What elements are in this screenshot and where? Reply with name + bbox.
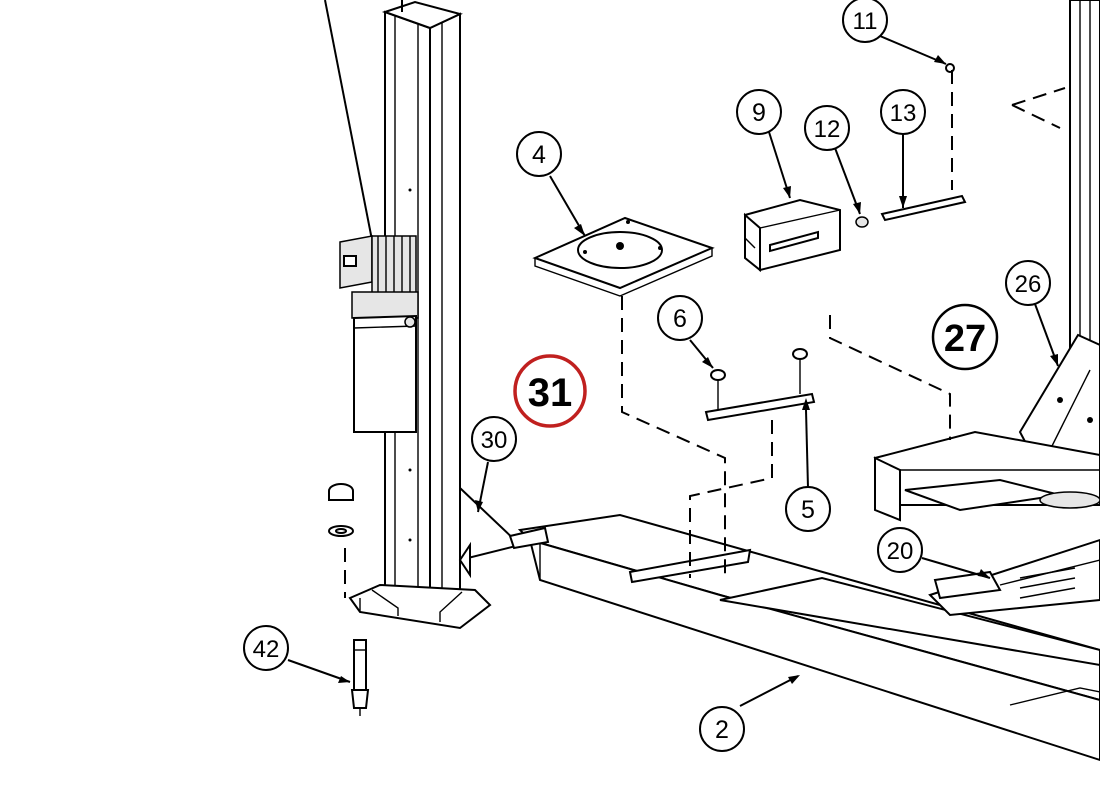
callout-26: 26 (1005, 260, 1051, 306)
callout-13: 13 (880, 89, 926, 135)
svg-text:11: 11 (853, 8, 878, 35)
svg-text:27: 27 (944, 318, 986, 360)
part-5-bar (704, 348, 816, 422)
callout-5: 5 (785, 486, 831, 532)
callout-42: 42 (243, 625, 289, 671)
callout-30: 30 (471, 416, 517, 462)
svg-text:20: 20 (887, 538, 914, 565)
power-unit (339, 235, 419, 433)
runway (508, 513, 1100, 762)
part-13-pin (880, 194, 967, 222)
callout-31-highlighted: 31 (513, 354, 587, 428)
callout-27: 27 (931, 303, 999, 371)
svg-text:5: 5 (801, 496, 815, 524)
svg-text:4: 4 (532, 141, 546, 169)
callout-20: 20 (877, 527, 923, 573)
svg-text:12: 12 (814, 116, 841, 143)
svg-text:9: 9 (752, 99, 766, 127)
part-9-block (743, 198, 841, 273)
svg-text:31: 31 (528, 371, 573, 415)
leader-lines (287, 35, 1059, 707)
part-4-turntable (532, 216, 715, 297)
callout-11: 11 (842, 0, 888, 43)
right-post (873, 0, 1100, 617)
callout-4: 4 (516, 131, 562, 177)
svg-text:26: 26 (1015, 271, 1042, 298)
part-12-nut (855, 216, 869, 228)
svg-text:13: 13 (890, 100, 917, 127)
svg-text:42: 42 (253, 636, 280, 663)
assembly-lines (621, 70, 1066, 578)
svg-text:30: 30 (481, 427, 508, 454)
callout-2: 2 (699, 706, 745, 752)
callout-6: 6 (657, 295, 703, 341)
callout-9: 9 (736, 89, 782, 135)
svg-text:2: 2 (715, 716, 729, 744)
anchor-hardware (328, 483, 370, 716)
svg-text:6: 6 (673, 305, 687, 333)
callout-12: 12 (804, 105, 850, 151)
